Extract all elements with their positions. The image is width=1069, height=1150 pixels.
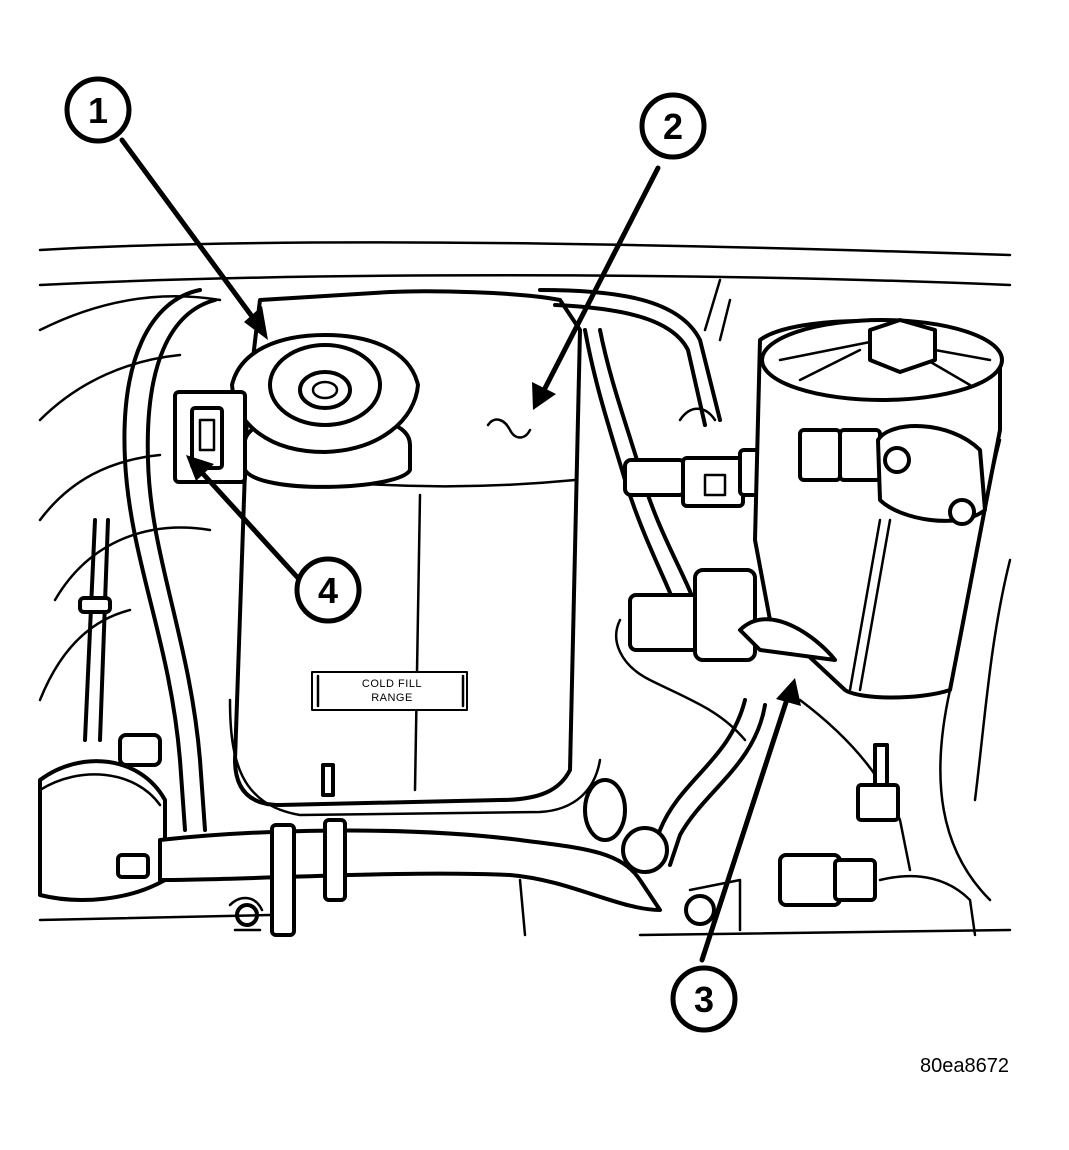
lower-radiator-hose — [158, 818, 662, 937]
callout-2: 2 — [639, 92, 707, 160]
coolant-reservoir: COLD FILL RANGE — [228, 289, 602, 817]
decal-line-1: COLD FILL — [362, 678, 422, 690]
arrow-head-2 — [532, 382, 556, 410]
left-fender-structure — [38, 295, 222, 742]
leader-arrows — [119, 137, 801, 963]
arrow-head-3 — [776, 678, 801, 706]
coolant-hose-left — [122, 288, 217, 832]
callout-1: 1 — [64, 76, 132, 144]
level-sensor-connector — [173, 390, 247, 484]
callout-3-label: 3 — [694, 979, 714, 1020]
callout-2-label: 2 — [663, 106, 683, 147]
arrow-head-1 — [244, 306, 268, 340]
decal-line-2: RANGE — [371, 692, 413, 704]
callout-4-label: 4 — [318, 570, 338, 611]
filler-cap-lower-left — [38, 733, 167, 902]
arrow-head-4 — [186, 455, 214, 481]
hood-edge — [38, 241, 1012, 287]
figure-reference-code: 80ea8672 — [920, 1055, 1009, 1077]
callout-3: 3 — [670, 965, 738, 1033]
callout-4: 4 — [294, 556, 362, 624]
lower-frame — [38, 878, 1012, 937]
filter-housing — [703, 278, 1004, 700]
right-side-structure — [684, 438, 1012, 937]
callout-1-label: 1 — [88, 90, 108, 131]
